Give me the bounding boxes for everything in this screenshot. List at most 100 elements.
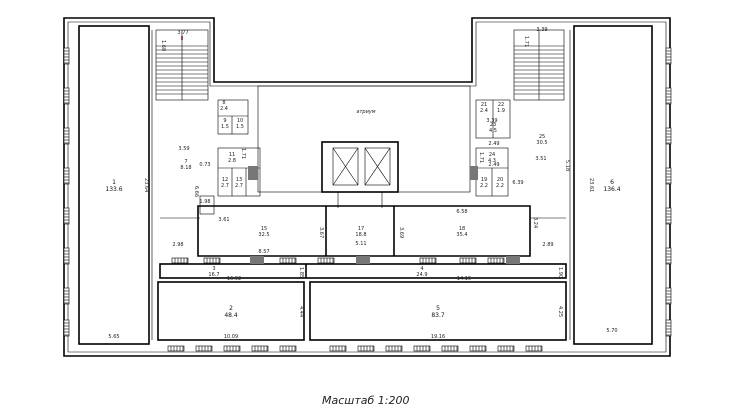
room-21-area: 2.4 bbox=[480, 108, 488, 114]
room-17-num: 17 bbox=[358, 226, 364, 232]
window bbox=[223, 345, 241, 352]
dim-label: 14.15 bbox=[457, 276, 471, 282]
dim-label: 2.89 bbox=[542, 242, 553, 248]
room-23-num: 23 bbox=[490, 122, 496, 128]
corridor bbox=[159, 256, 567, 279]
room-17-area: 18.8 bbox=[355, 232, 366, 238]
room-10-area: 1.5 bbox=[236, 124, 244, 130]
room-12-area: 2.7 bbox=[221, 183, 229, 189]
room-20-num: 20 bbox=[497, 177, 503, 183]
window bbox=[63, 47, 70, 65]
room-1-area: 133.6 bbox=[105, 186, 122, 193]
window bbox=[665, 167, 672, 185]
room-11-area: 2.8 bbox=[228, 158, 236, 164]
elevator-block bbox=[321, 141, 399, 208]
window bbox=[459, 257, 477, 264]
window bbox=[63, 167, 70, 185]
room-19-area: 2.2 bbox=[480, 183, 488, 189]
window bbox=[63, 247, 70, 265]
left-small-rooms bbox=[199, 99, 261, 215]
window bbox=[525, 345, 543, 352]
room-7-num: 7 bbox=[184, 159, 187, 165]
room-6-area: 136.4 bbox=[603, 186, 620, 193]
room-13-area: 2.7 bbox=[235, 183, 243, 189]
dim-label: 1.68 bbox=[160, 40, 166, 51]
scale-label: Масштаб 1:200 bbox=[322, 394, 410, 407]
dim-label: 3.67 bbox=[318, 227, 324, 238]
bottom-rooms bbox=[157, 281, 567, 341]
dim-label: 1.98 bbox=[199, 199, 210, 205]
room-2-num: 2 bbox=[229, 305, 233, 312]
dim-label: 3.59 bbox=[178, 146, 189, 152]
window bbox=[665, 247, 672, 265]
dim-label: 2.49 bbox=[488, 162, 499, 168]
dim-label: 1.85 bbox=[298, 267, 304, 278]
window bbox=[413, 345, 431, 352]
window bbox=[665, 87, 672, 105]
room-18-area: 35.4 bbox=[456, 232, 467, 238]
room-6-outline bbox=[573, 25, 653, 345]
window bbox=[469, 345, 487, 352]
room-6-num: 6 bbox=[610, 179, 614, 186]
dim-label: 3.69 bbox=[398, 227, 404, 238]
dim-label: 3.77 bbox=[177, 30, 188, 36]
room-11-num: 11 bbox=[229, 152, 235, 158]
dimension-labels: 3.77 1.68 3.39 1.71 23.64 23.61 5.65 5.7… bbox=[108, 27, 617, 340]
room-12-num: 12 bbox=[222, 177, 228, 183]
window bbox=[665, 207, 672, 225]
room-5-num: 5 bbox=[436, 305, 440, 312]
room-2-area: 48.4 bbox=[224, 312, 238, 319]
dim-label: 4.44 bbox=[298, 306, 304, 317]
window bbox=[63, 287, 70, 305]
room-5-area: 83.7 bbox=[431, 312, 445, 319]
windows bbox=[63, 47, 672, 352]
window bbox=[279, 345, 297, 352]
dim-label: 3.39 bbox=[486, 118, 497, 124]
room-1-outline bbox=[78, 25, 150, 345]
window bbox=[385, 345, 403, 352]
window bbox=[63, 207, 70, 225]
dim-label: 5.70 bbox=[606, 328, 617, 334]
dim-label: 3.39 bbox=[536, 27, 547, 33]
right-staircase bbox=[513, 29, 565, 101]
dim-label: 5.18 bbox=[564, 160, 570, 171]
dim-label: 16.92 bbox=[227, 276, 241, 282]
room-21-num: 21 bbox=[481, 102, 487, 108]
window bbox=[203, 257, 221, 264]
room-8-area: 2.4 bbox=[220, 106, 228, 112]
room-15-num: 15 bbox=[261, 226, 267, 232]
dim-label: 6.39 bbox=[512, 180, 523, 186]
room-15-area: 32.5 bbox=[258, 232, 269, 238]
window bbox=[167, 345, 185, 352]
left-staircase bbox=[155, 29, 209, 101]
window bbox=[251, 345, 269, 352]
room-9-num: 9 bbox=[223, 118, 226, 124]
window bbox=[441, 345, 459, 352]
window bbox=[665, 319, 672, 337]
dim-label: 10.09 bbox=[224, 334, 238, 340]
room-10-num: 10 bbox=[237, 118, 243, 124]
window bbox=[63, 127, 70, 145]
dim-label: 3.51 bbox=[535, 156, 546, 162]
dim-label: 23.61 bbox=[588, 178, 594, 192]
room-8-num: 8 bbox=[222, 100, 225, 106]
window bbox=[357, 345, 375, 352]
atrium-label: атриум bbox=[356, 109, 375, 115]
window bbox=[419, 257, 437, 264]
room-4-area: 24.9 bbox=[416, 272, 427, 278]
room-4-num: 4 bbox=[420, 266, 423, 272]
dim-label: 3.61 bbox=[218, 217, 229, 223]
right-small-rooms bbox=[470, 99, 511, 197]
window bbox=[63, 87, 70, 105]
room-24-num: 24 bbox=[489, 152, 495, 158]
dim-label: 1.71 bbox=[523, 36, 529, 47]
dim-label: 19.16 bbox=[431, 334, 445, 340]
marker-red: II bbox=[181, 36, 184, 42]
room-25-area: 30.5 bbox=[536, 140, 547, 146]
dim-label: 6.66 bbox=[193, 186, 199, 197]
room-24-area: 4.3 bbox=[488, 158, 496, 164]
dim-label: 2.98 bbox=[172, 242, 183, 248]
room-labels: 1 133.6 2 48.4 3 16.7 4 24.9 5 83.7 6 13… bbox=[105, 36, 620, 319]
outer-walls bbox=[63, 17, 671, 357]
